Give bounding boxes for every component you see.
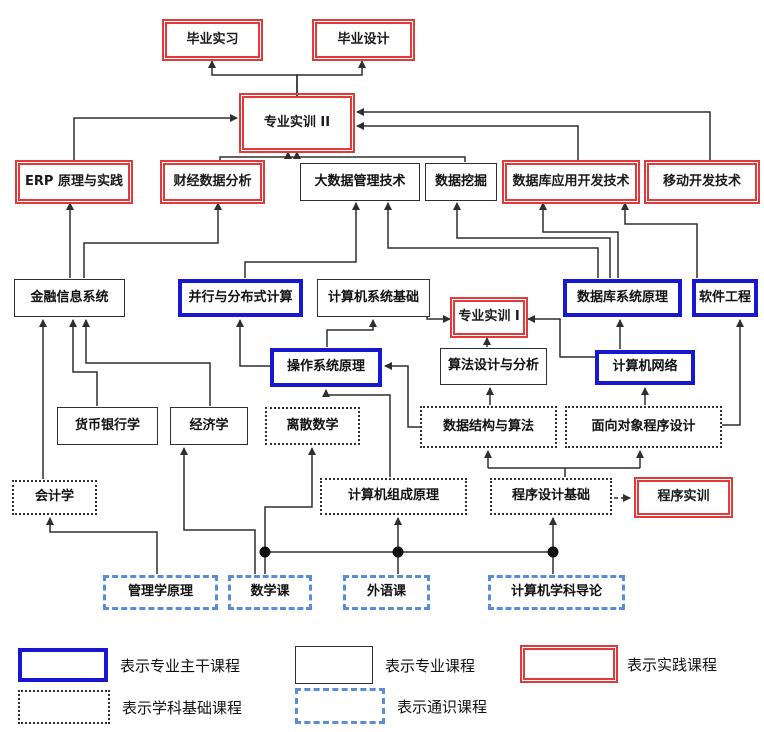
node-math-course: 数学课 [228, 575, 312, 610]
bus-junction-dots [259, 546, 559, 558]
node-mobile-dev: 移动开发技术 [644, 160, 760, 204]
node-finance-info-sys: 金融信息系统 [14, 279, 125, 317]
node-accounting: 会计学 [12, 480, 97, 515]
node-programming-basics: 程序设计基础 [490, 478, 612, 515]
legend-item-practice: 表示实践课程 [520, 645, 718, 683]
node-economics: 经济学 [170, 407, 248, 445]
legend-swatch-practice [520, 645, 618, 683]
node-computer-org: 计算机组成原理 [320, 478, 467, 515]
node-computer-sys-basics: 计算机系统基础 [317, 279, 430, 317]
node-erp: ERP 原理与实践 [15, 160, 133, 204]
node-parallel-dist: 并行与分布式计算 [178, 279, 303, 317]
node-program-training: 程序实训 [634, 477, 733, 518]
node-graduation-design: 毕业设计 [312, 19, 415, 61]
node-discrete-math: 离散数学 [265, 407, 360, 445]
legend-label-practice: 表示实践课程 [627, 655, 718, 674]
node-graduation-internship: 毕业实习 [162, 19, 263, 61]
node-cs-intro: 计算机学科导论 [488, 575, 625, 610]
legend-label-core: 表示专业主干课程 [120, 656, 241, 675]
legend-label-general: 表示通识课程 [397, 697, 488, 716]
node-db-sys-principles: 数据库系统原理 [563, 279, 682, 317]
node-computer-network: 计算机网络 [595, 350, 695, 385]
legend-swatch-foundation [18, 690, 110, 724]
legend-item-foundation: 表示学科基础课程 [18, 690, 242, 724]
node-pro-training-2: 专业实训 II [239, 93, 355, 153]
legend-item-general: 表示通识课程 [295, 688, 487, 724]
node-algo-design: 算法设计与分析 [440, 348, 547, 385]
legend-swatch-general [295, 688, 385, 724]
node-foreign-language: 外语课 [343, 575, 430, 610]
node-data-structures: 数据结构与算法 [420, 406, 557, 448]
legend-swatch-professional [295, 646, 373, 684]
node-finance-data-analysis: 财经数据分析 [160, 160, 265, 204]
node-db-app-dev: 数据库应用开发技术 [502, 160, 640, 204]
node-os-principles: 操作系统原理 [270, 348, 382, 387]
node-software-eng: 软件工程 [692, 279, 758, 317]
node-money-banking: 货币银行学 [57, 407, 158, 445]
node-data-mining: 数据挖掘 [425, 163, 497, 201]
legend-item-core: 表示专业主干课程 [18, 648, 240, 682]
legend-label-foundation: 表示学科基础课程 [122, 698, 243, 717]
node-oop: 面向对象程序设计 [565, 406, 722, 448]
node-management-principles: 管理学原理 [103, 575, 218, 610]
node-big-data-mgmt: 大数据管理技术 [300, 163, 420, 201]
legend-item-professional: 表示专业课程 [295, 646, 475, 684]
legend-swatch-core [18, 648, 108, 682]
legend-label-professional: 表示专业课程 [385, 656, 476, 675]
node-pro-training-1: 专业实训 I [450, 297, 528, 338]
